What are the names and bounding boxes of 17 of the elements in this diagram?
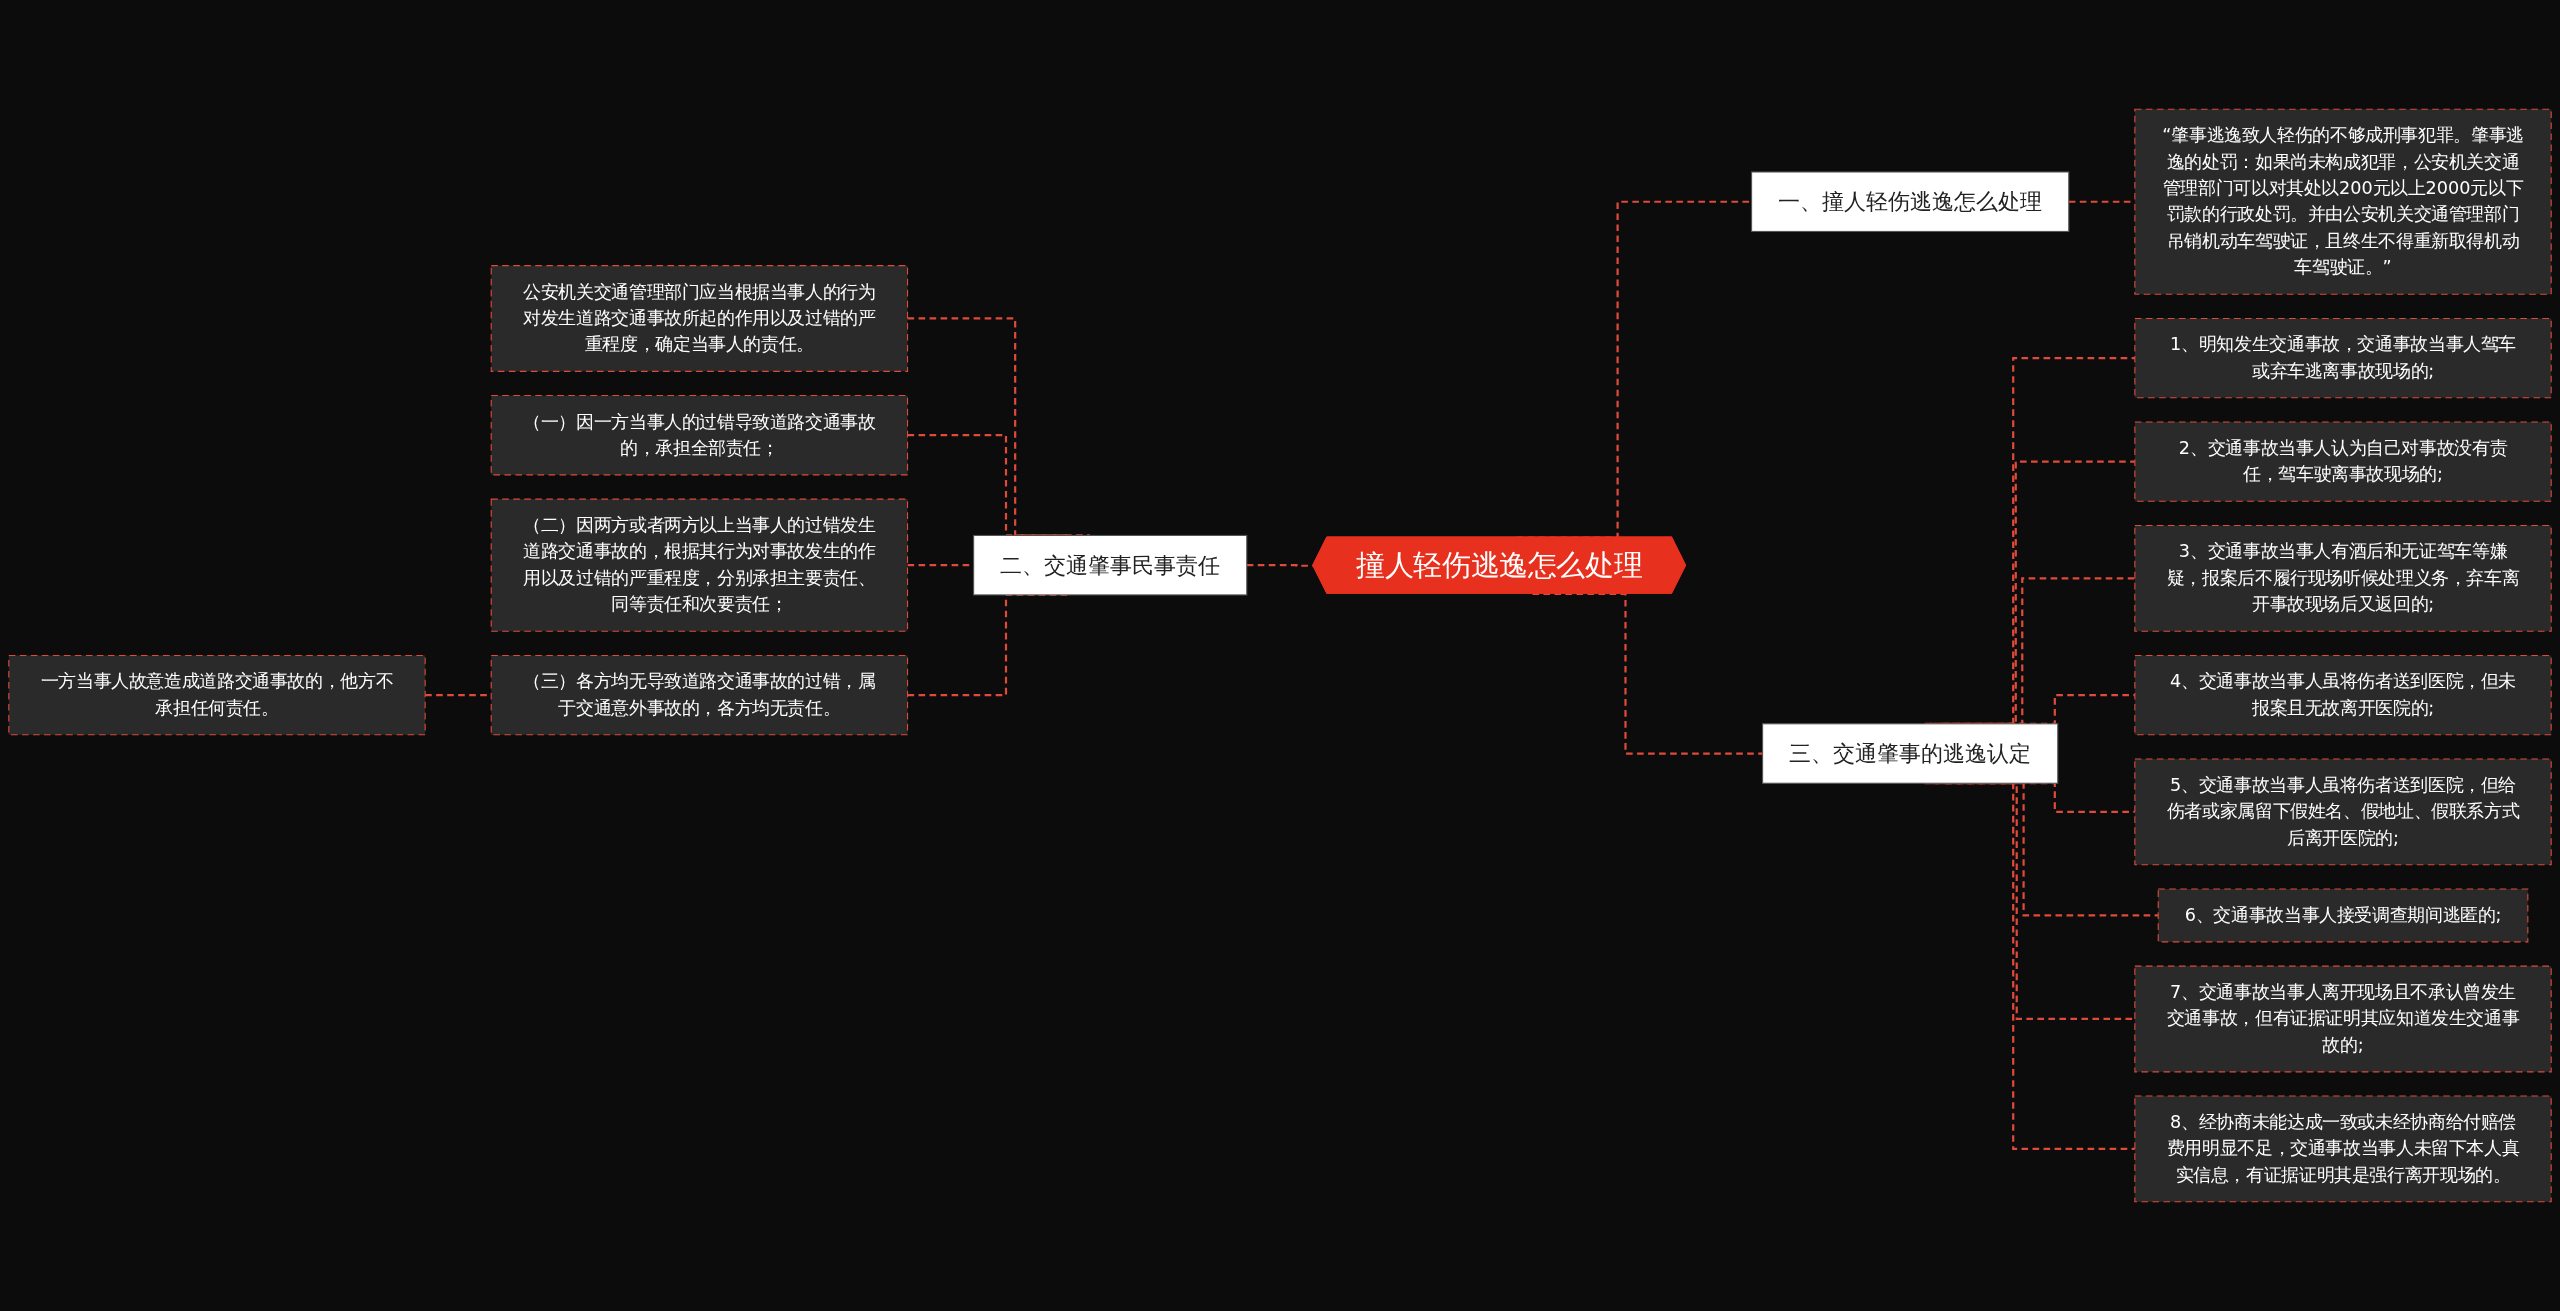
node-box: 3、交通事故当事人有酒后和无证驾车等嫌疑，报案后不履行现场听候处理义务，弃车离开事故现场后又返回的; bbox=[2134, 525, 2552, 632]
node-box: 1、明知发生交通事故，交通事故当事人驾车或弃车逃离事故现场的; bbox=[2134, 317, 2552, 399]
node-box: （一）因一方当事人的过错导致道路交通事故的，承担全部责任； bbox=[490, 395, 909, 476]
node-box: 6、交通事故当事人接受调查期间逃匿的; bbox=[2157, 888, 2529, 943]
node-box: 5、交通事故当事人虽将伤者送到医院，但给伤者或家属留下假姓名、假地址、假联系方式后离开医院的; bbox=[2134, 758, 2552, 866]
node-box: 一方当事人故意造成道路交通事故的，他方不承担任何责任。 bbox=[8, 654, 426, 736]
node-box: 4、交通事故当事人虽将伤者送到医院，但未报案且无故离开医院的; bbox=[2134, 654, 2552, 736]
node-box: 三、交通肇事的逃逸认定 bbox=[1762, 723, 2059, 784]
node-box: 2、交通事故当事人认为自己对事故没有责任，驾车驶离事故现场的; bbox=[2134, 421, 2552, 502]
node-box: 二、交通肇事民事责任 bbox=[973, 534, 1248, 596]
node-box: 8、经协商未能达成一致或未经协商给付赔偿费用明显不足，交通事故当事人未留下本人真实信息，有证据证明其是强行离开现场的。 bbox=[2134, 1095, 2552, 1203]
node-box: 7、交通事故当事人离开现场且不承认曾发生交通事故，但有证据证明其应知道发生交通事故的; bbox=[2134, 965, 2552, 1073]
node-box: （三）各方均无导致道路交通事故的过错，属于交通意外事故的，各方均无责任。 bbox=[490, 654, 909, 736]
node-box: “肇事逃逸致人轻伤的不够成刑事犯罪。肇事逃逸的处罚：如果尚未构成犯罪，公安机关交通管理部门可以对其处以200元以上2000元以下罚款的行政处罚。并由公安机关交通管理部门吊销机动车驾驶证，且终生不得重新取得机动车驾驶证。” bbox=[2134, 108, 2552, 295]
node-box: 公安机关交通管理部门应当根据当事人的行为对发生道路交通事故所起的作用以及过错的严重程度，确定当事人的责任。 bbox=[490, 265, 909, 372]
node-box: （二）因两方或者两方以上当事人的过错发生道路交通事故的，根据其行为对事故发生的作用以及过错的严重程度，分别承担主要责任、同等责任和次要责任； bbox=[490, 498, 909, 632]
node-box: 一、撞人轻伤逃逸怎么处理 bbox=[1751, 171, 2070, 232]
